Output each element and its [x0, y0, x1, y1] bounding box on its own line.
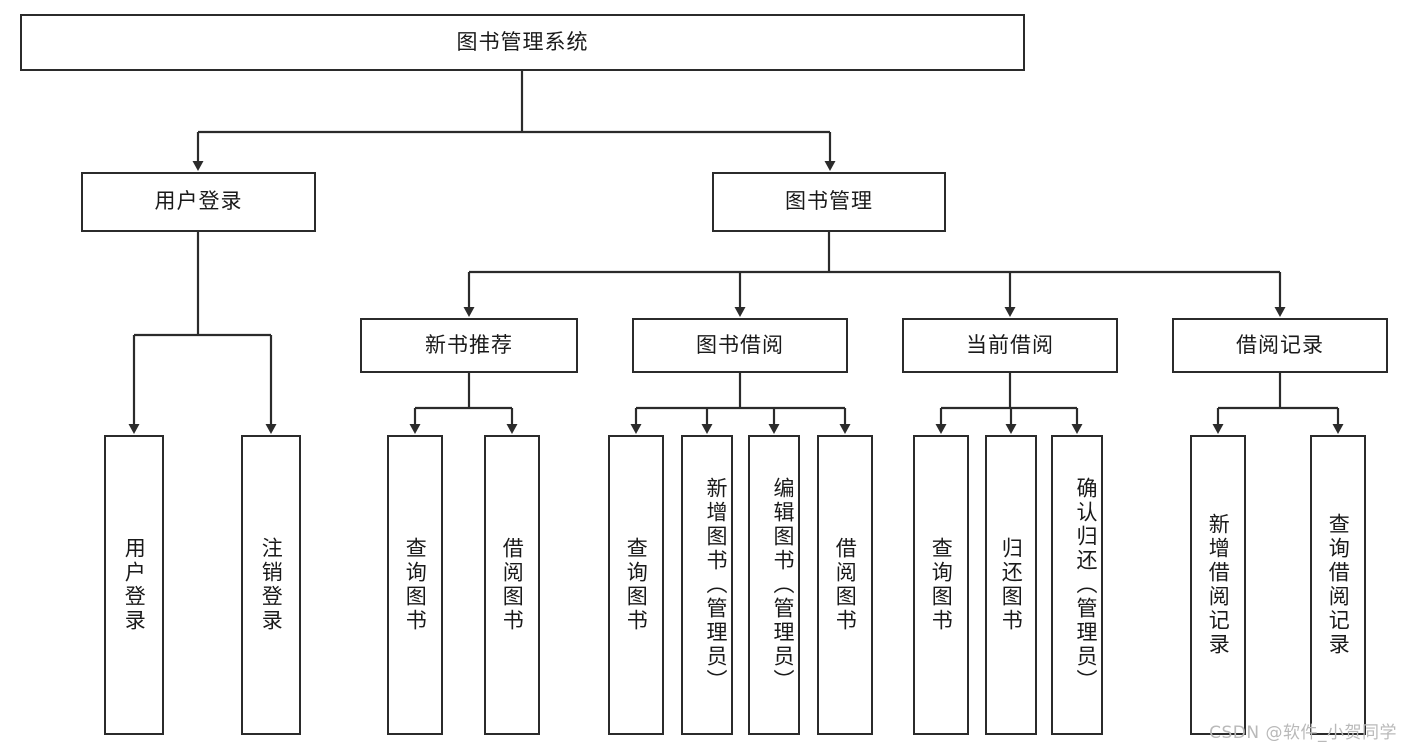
node-user-login[interactable]: 用户登录 [81, 172, 316, 232]
node-leaf-add-record[interactable]: 新增借阅记录 [1190, 435, 1246, 735]
node-leaf-return-book[interactable]: 归还图书 [985, 435, 1037, 735]
node-leaf-add-book[interactable]: 新增图书（管理员） [681, 435, 733, 735]
node-leaf-confirm-return[interactable]: 确认归还（管理员） [1051, 435, 1103, 735]
node-book-borrow[interactable]: 图书借阅 [632, 318, 848, 373]
watermark: CSDN @软件_小贺同学 [1209, 723, 1397, 743]
node-borrow-record[interactable]: 借阅记录 [1172, 318, 1388, 373]
node-book-manage[interactable]: 图书管理 [712, 172, 946, 232]
node-leaf-logout[interactable]: 注销登录 [241, 435, 301, 735]
node-leaf-query-book-3[interactable]: 查询图书 [913, 435, 969, 735]
node-leaf-query-book-1[interactable]: 查询图书 [387, 435, 443, 735]
node-leaf-query-record[interactable]: 查询借阅记录 [1310, 435, 1366, 735]
node-current-borrow[interactable]: 当前借阅 [902, 318, 1118, 373]
node-leaf-borrow-book-1[interactable]: 借阅图书 [484, 435, 540, 735]
node-leaf-query-book-2[interactable]: 查询图书 [608, 435, 664, 735]
node-leaf-borrow-book-2[interactable]: 借阅图书 [817, 435, 873, 735]
node-leaf-edit-book[interactable]: 编辑图书（管理员） [748, 435, 800, 735]
node-root[interactable]: 图书管理系统 [20, 14, 1025, 71]
node-new-book-rec[interactable]: 新书推荐 [360, 318, 578, 373]
node-leaf-user-login[interactable]: 用户登录 [104, 435, 164, 735]
